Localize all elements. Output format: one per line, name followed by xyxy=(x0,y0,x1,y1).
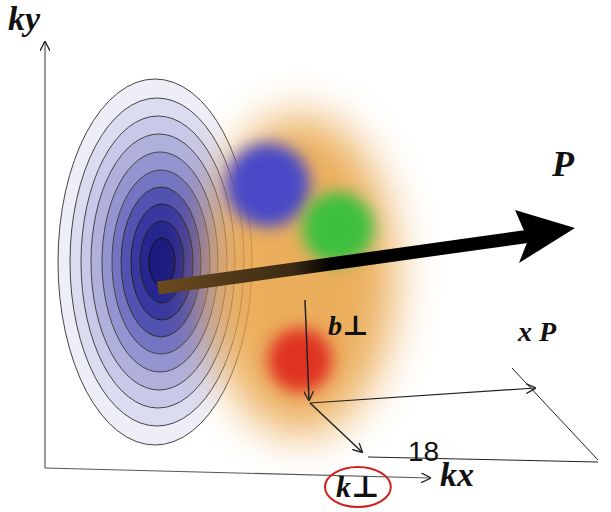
transverse-momentum-arrow xyxy=(310,403,362,452)
vector-label: b⊥ xyxy=(328,312,369,340)
page-number: 18 xyxy=(408,438,439,466)
momentum-arrow xyxy=(158,234,545,288)
vector-label: k⊥ xyxy=(323,465,393,502)
axis-label: kx xyxy=(440,458,474,492)
plane-line xyxy=(368,457,598,462)
plane-line xyxy=(512,368,598,460)
longitudinal-arrow xyxy=(310,388,535,403)
arrowhead xyxy=(515,210,575,263)
momentum-label: P xyxy=(552,146,574,182)
highlight-circle: k⊥ xyxy=(323,465,393,509)
impact-parameter-arrow xyxy=(305,300,309,400)
vector-label: x P xyxy=(518,318,556,346)
ky-axis xyxy=(44,42,45,468)
axis-label: ky xyxy=(8,2,40,36)
